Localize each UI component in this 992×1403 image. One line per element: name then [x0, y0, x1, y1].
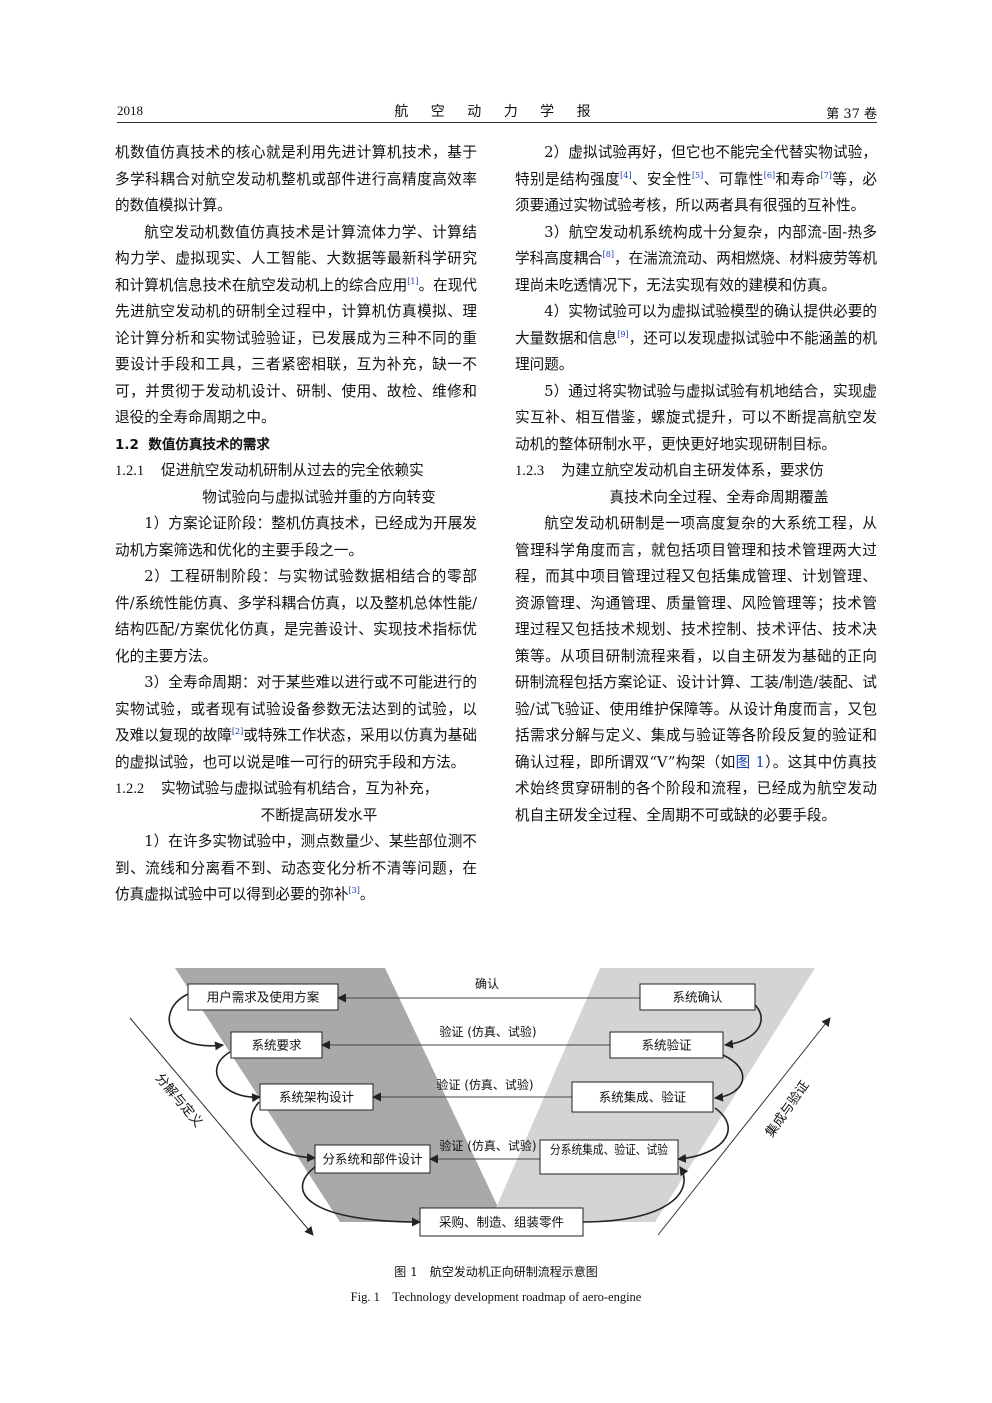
side-label-decompose: 分解与定义	[152, 1071, 205, 1130]
svg-text:系统要求: 系统要求	[251, 1038, 302, 1053]
header-year: 2018	[117, 103, 143, 118]
paragraph: 2）工程研制阶段：与实物试验数据相结合的零部件/系统性能仿真、多学科耦合仿真，以…	[115, 568, 477, 665]
citation[interactable]: [4]	[620, 170, 632, 180]
citation[interactable]: [8]	[602, 250, 615, 260]
box-system-requirements: 系统要求	[230, 1031, 323, 1059]
subsection-heading: 1.2.3 为建立航空发动机自主研发体系，要求仿真技术向全过程、全寿命周期覆盖	[515, 462, 829, 506]
citation[interactable]: [2]	[231, 727, 244, 737]
subsection-heading: 1.2.1 促进航空发动机研制从过去的完全依赖实物试验向与虚拟试验并重的方向转变	[115, 462, 436, 506]
citation[interactable]: [6]	[763, 170, 776, 180]
citation[interactable]: [5]	[691, 170, 704, 180]
box-system-integration: 系统集成、验证	[571, 1081, 714, 1113]
citation[interactable]: [9]	[617, 329, 629, 339]
paragraph: 4）实物试验可以为虚拟试验模型的确认提供必要的大量数据和信息[9]，还可以发现虚…	[515, 303, 877, 373]
box-system-verification: 系统验证	[609, 1031, 724, 1059]
section-heading: 1.2 数值仿真技术的需求	[115, 436, 270, 453]
label-verify: 验证 (仿真、试验)	[439, 1024, 536, 1039]
figure-reference-link[interactable]: 图 1	[735, 753, 765, 771]
arrows-horizontal	[321, 993, 640, 1164]
box-subsystem-design: 分系统和部件设计	[314, 1144, 431, 1174]
svg-text:系统验证: 系统验证	[641, 1038, 692, 1053]
box-manufacturing: 采购、制造、组装零件	[419, 1207, 584, 1237]
decompose-arrow-line	[129, 1017, 314, 1236]
figure-caption-en: Fig. 1 Technology development roadmap of…	[350, 1290, 642, 1304]
paragraph: 2）虚拟试验再好，但它也不能完全代替实物试验，特别是结构强度[4]、安全性[5]…	[515, 144, 877, 214]
figure-caption-cn: 图 1 航空发动机正向研制流程示意图	[394, 1265, 598, 1279]
right-column: 2）虚拟试验再好，但它也不能完全代替实物试验，特别是结构强度[4]、安全性[5]…	[515, 140, 877, 829]
header-journal: 航 空 动 力 学 报	[394, 104, 600, 120]
paragraph: 航空发动机研制是一项高度复杂的大系统工程，从管理科学角度而言，就包括项目管理和技…	[515, 515, 877, 824]
label-verify: 验证 (仿真、试验)	[439, 1138, 536, 1153]
svg-text:分系统集成、验证、试验: 分系统集成、验证、试验	[550, 1142, 668, 1157]
svg-text:系统确认: 系统确认	[672, 990, 723, 1005]
paragraph: 1）方案论证阶段：整机仿真技术，已经成为开展发动机方案筛选和优化的主要手段之一。	[115, 515, 477, 559]
citation[interactable]: [1]	[407, 276, 419, 286]
svg-text:采购、制造、组装零件: 采购、制造、组装零件	[439, 1215, 564, 1230]
box-user-requirements: 用户需求及使用方案	[187, 983, 339, 1011]
boxes: 用户需求及使用方案 系统要求 系统架构设计 分系统和部件设计 系统确认 系统验证…	[187, 983, 756, 1237]
double-v-diagram: 用户需求及使用方案 系统要求 系统架构设计 分系统和部件设计 系统确认 系统验证…	[129, 968, 831, 1237]
box-architecture-design: 系统架构设计	[259, 1083, 374, 1111]
paragraph: 航空发动机数值仿真技术是计算流体力学、计算结构力学、虚拟现实、人工智能、大数据等…	[115, 223, 477, 427]
label-verify: 验证 (仿真、试验)	[436, 1077, 533, 1092]
svg-text:系统集成、验证: 系统集成、验证	[599, 1090, 687, 1105]
arrow-labels: 确认 验证 (仿真、试验) 验证 (仿真、试验) 验证 (仿真、试验)	[436, 977, 536, 1153]
left-column: 机数值仿真技术的核心就是利用先进计算机技术，基于多学科耦合对航空发动机整机或部件…	[115, 140, 477, 909]
citation[interactable]: [3]	[348, 886, 360, 896]
side-label-integrate: 集成与验证	[762, 1078, 812, 1140]
subsection-heading: 1.2.2 实物试验与虚拟试验有机结合，互为补充，不断提高研发水平	[115, 780, 439, 824]
integrate-arrow-line	[657, 1017, 831, 1236]
svg-text:用户需求及使用方案: 用户需求及使用方案	[207, 990, 320, 1005]
paragraph: 5）通过将实物试验与虚拟试验有机地结合，实现虚实互补、相互借鉴，螺旋式提升，可以…	[515, 382, 877, 453]
box-subsystem-integration: 分系统集成、验证、试验	[539, 1139, 679, 1175]
paragraph: 3）航空发动机系统构成十分复杂，内部流-固-热多学科高度耦合[8]，在湍流流动、…	[515, 223, 877, 294]
header-volume: 第 37 卷	[826, 107, 877, 122]
box-system-validation: 系统确认	[639, 983, 756, 1011]
page-header: 2018 航 空 动 力 学 报 第 37 卷	[117, 100, 877, 123]
paragraph: 机数值仿真技术的核心就是利用先进计算机技术，基于多学科耦合对航空发动机整机或部件…	[115, 144, 477, 214]
citation[interactable]: [7]	[820, 170, 832, 180]
label-confirm: 确认	[475, 977, 499, 991]
paragraph: 3）全寿命周期：对于某些难以进行或不可能进行的实物试验，或者现有试验设备参数无法…	[115, 674, 477, 771]
svg-text:系统架构设计: 系统架构设计	[279, 1090, 354, 1105]
svg-text:分系统和部件设计: 分系统和部件设计	[322, 1152, 422, 1167]
paragraph: 1）在许多实物试验中，测点数量少、某些部位测不到、流线和分离看不到、动态变化分析…	[115, 833, 477, 903]
